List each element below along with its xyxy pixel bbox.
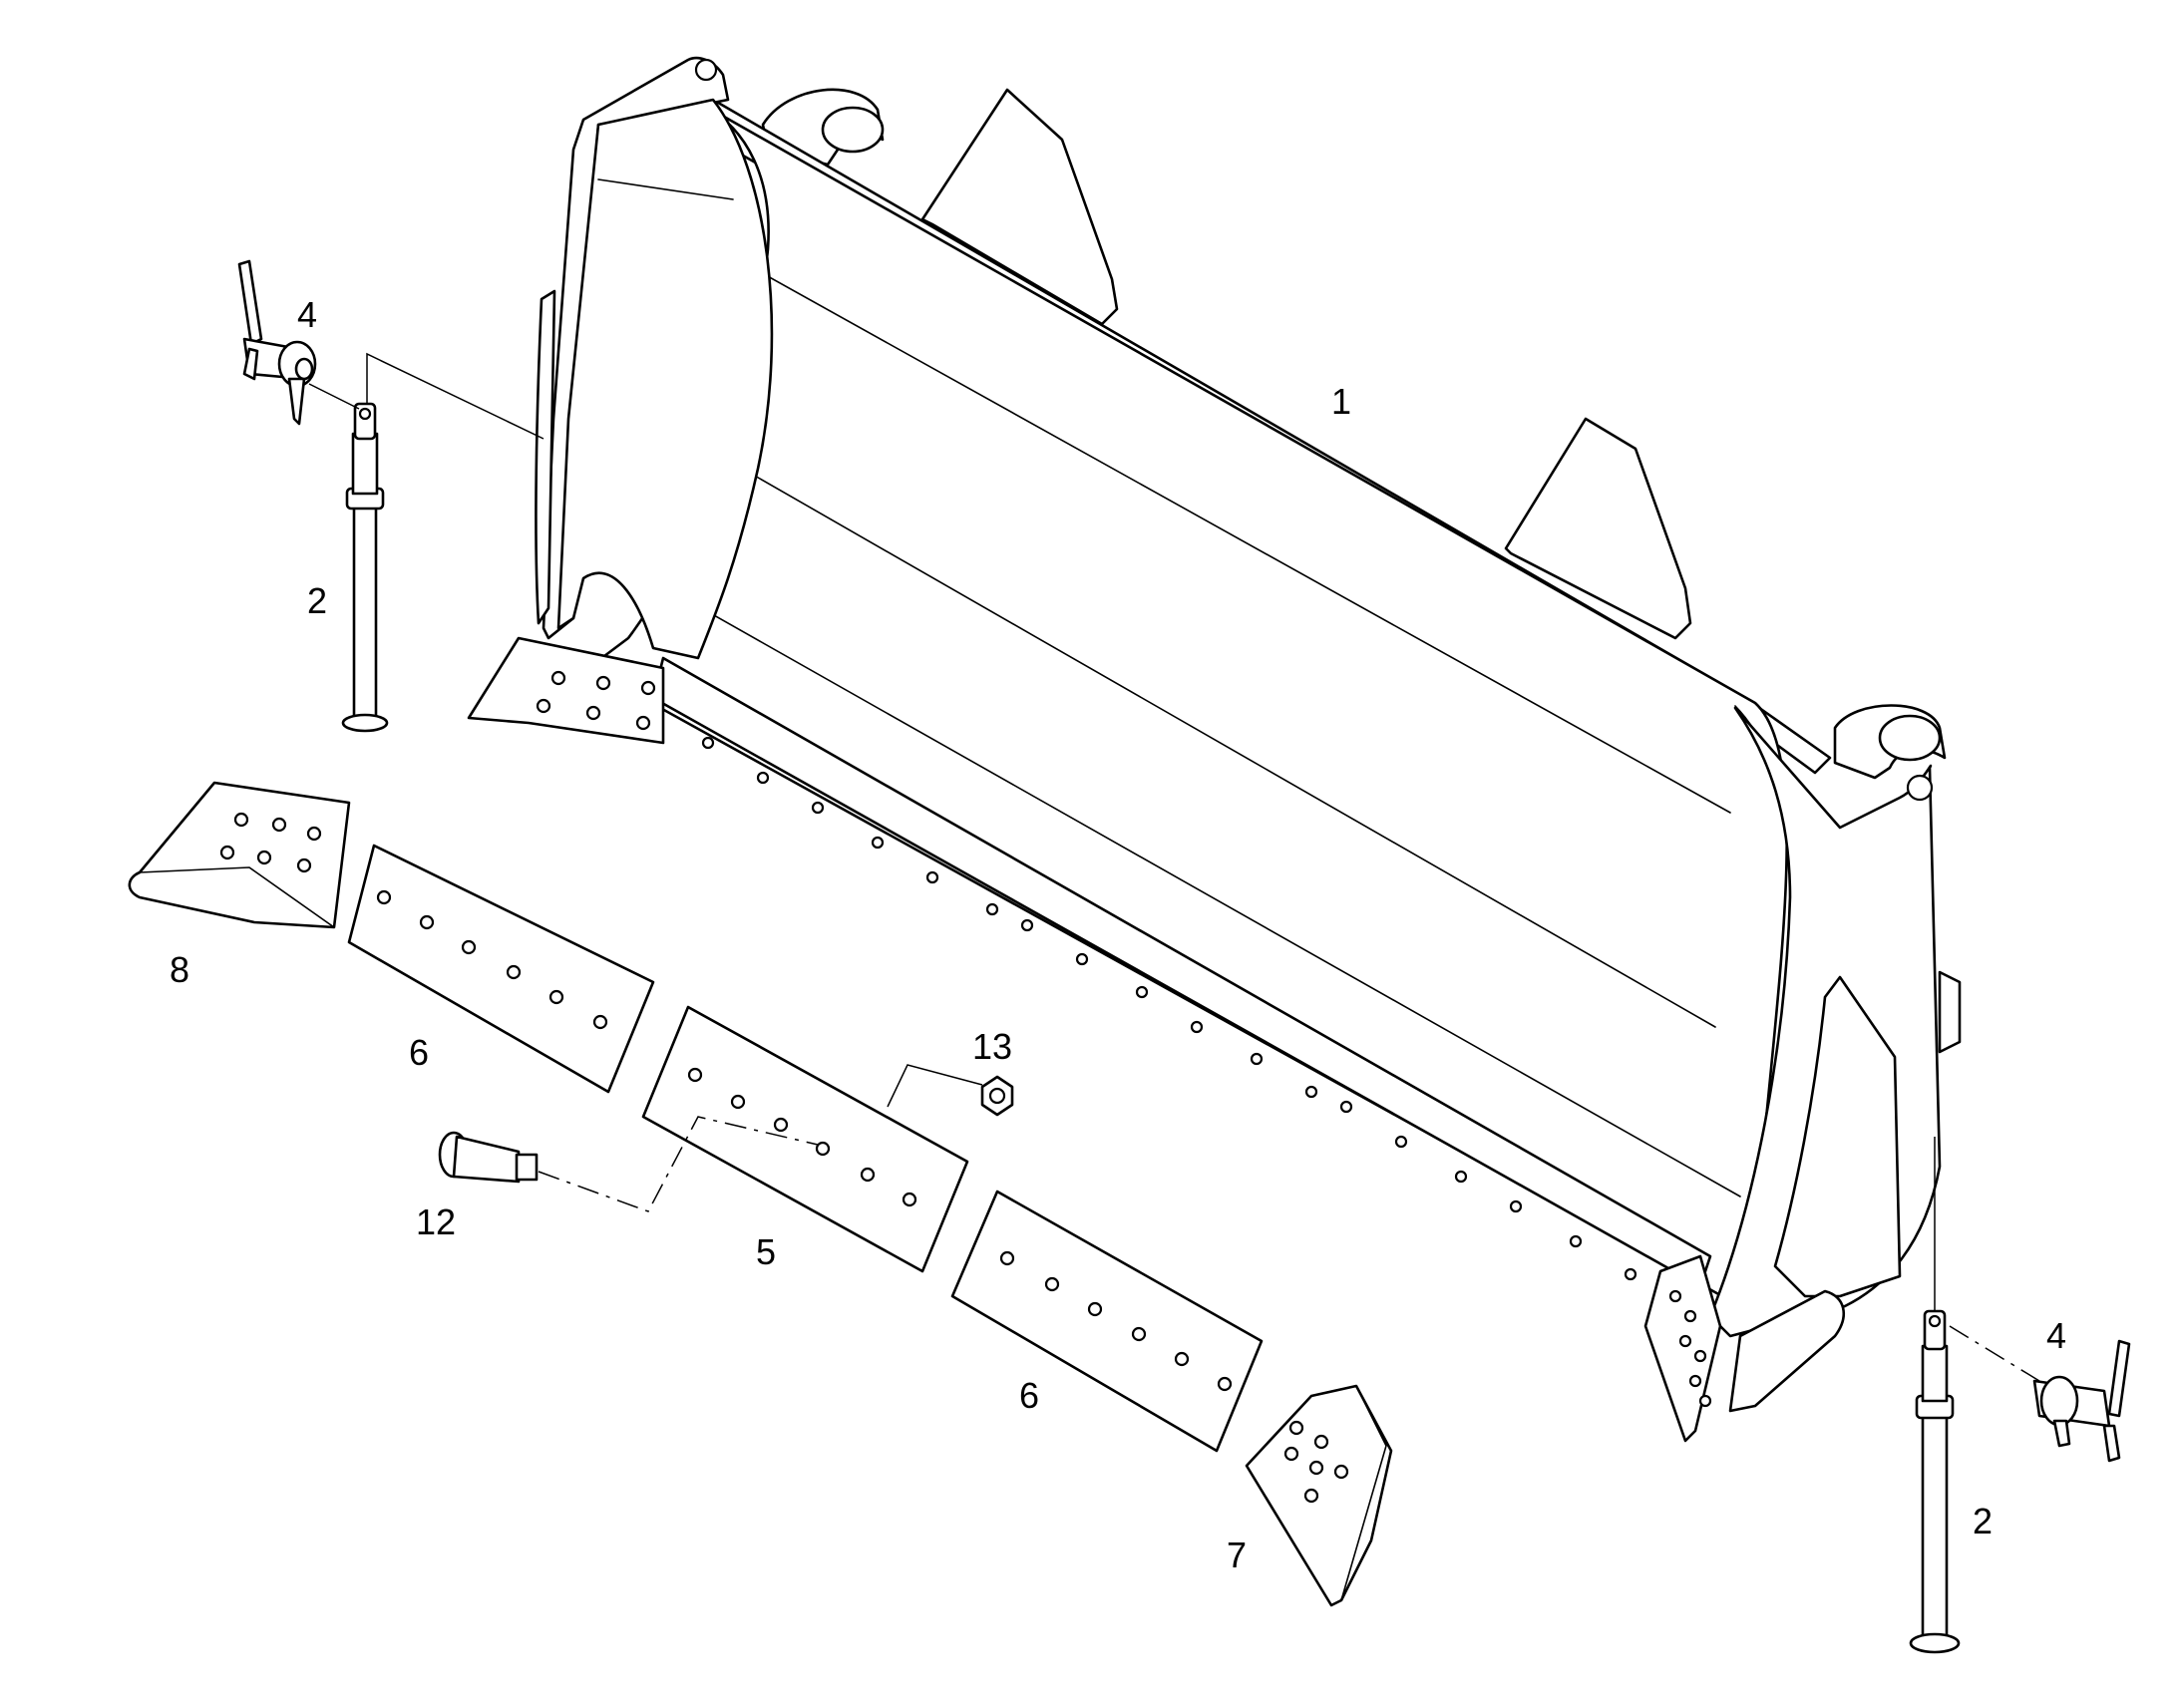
rear-brace-left xyxy=(920,88,1119,326)
callout-pin-right: 2 xyxy=(1973,1501,1993,1541)
lead-bolt xyxy=(538,1116,819,1212)
callout-end-bit-left: 8 xyxy=(170,949,189,990)
lead-pin-left xyxy=(366,352,545,440)
cutting-edge-right xyxy=(950,1190,1264,1453)
blade-mounting-holes xyxy=(536,670,1712,1408)
cutting-edge-left xyxy=(347,844,655,1094)
blade-right-end-plate xyxy=(1708,706,1962,1413)
pin-left xyxy=(341,402,389,733)
callout-end-bit-right: 7 xyxy=(1227,1535,1247,1575)
callout-clip-left: 4 xyxy=(297,294,317,335)
lead-nut xyxy=(887,1064,983,1108)
blade-moldboard xyxy=(577,98,1832,1308)
blade-left-end-plate xyxy=(535,56,774,660)
callout-edge-right: 6 xyxy=(1019,1375,1039,1416)
end-bit-left xyxy=(128,781,351,929)
callout-pin-left: 2 xyxy=(307,580,327,621)
cutting-edge-center xyxy=(641,1005,969,1273)
blade-base-strip xyxy=(467,636,1722,1443)
callout-clip-right: 4 xyxy=(2046,1315,2066,1356)
lead-clip-left xyxy=(308,383,360,410)
pin-right xyxy=(1909,1309,1961,1654)
callout-edge-left: 6 xyxy=(409,1032,429,1073)
rear-brace-right xyxy=(1504,417,1692,640)
bolt-icon xyxy=(438,1131,539,1184)
callout-center-edge: 5 xyxy=(756,1231,776,1272)
lead-clip-right xyxy=(1949,1325,2040,1382)
callout-bolt: 12 xyxy=(416,1201,456,1242)
end-bit-right xyxy=(1245,1384,1393,1607)
rear-trunnion-right xyxy=(1833,704,1947,780)
nut-icon xyxy=(980,1075,1014,1117)
callout-nut: 13 xyxy=(972,1026,1012,1067)
callout-blade: 1 xyxy=(1331,381,1351,422)
lock-clip-left-icon xyxy=(237,259,317,426)
lock-clip-right-icon xyxy=(2032,1339,2131,1463)
